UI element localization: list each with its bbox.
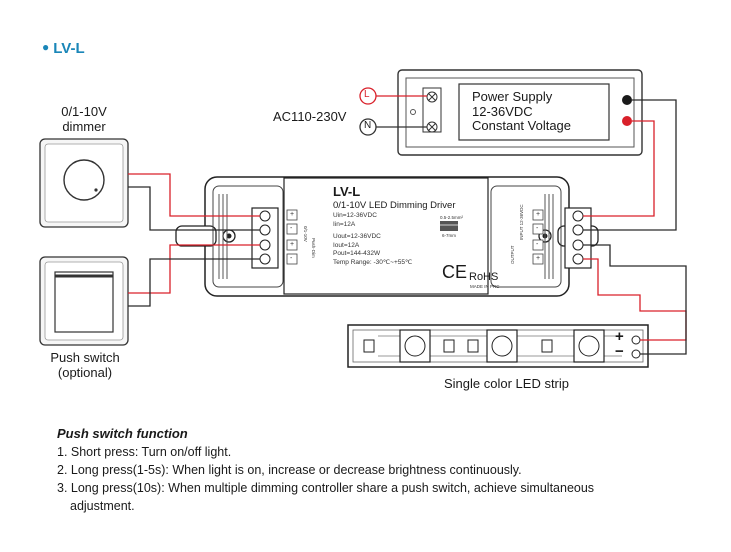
- driver-name: LV-L: [333, 184, 361, 199]
- wires: [128, 99, 687, 355]
- term-sign-right-4: +: [536, 255, 541, 262]
- page-title: ●LV-L: [42, 40, 85, 57]
- right-label-input: INPUT 12-36VDC: [519, 204, 524, 240]
- rohs-label: RoHS: [469, 271, 499, 283]
- push-button-icon: [54, 271, 114, 333]
- strip-minus-label: −: [615, 343, 624, 360]
- led-strip-label: Single color LED strip: [444, 376, 569, 391]
- notes-heading: Push switch function: [57, 426, 188, 441]
- ac-input-label: AC110-230V: [273, 109, 347, 124]
- power-supply: [397, 69, 643, 156]
- strip-plus-label: +: [615, 328, 624, 345]
- term-sign-right-1: +: [536, 211, 541, 218]
- right-label-output: OUTPUT: [510, 245, 515, 265]
- dimmer-label: 0/1-10V dimmer: [61, 104, 107, 134]
- term-sign-left-4: -: [290, 255, 293, 262]
- strip-length-label: 6-7mm: [442, 233, 457, 238]
- driver-output-specs: Uout=12-36VDC Iout=12A Pout=144-432W Tem…: [333, 233, 413, 266]
- driver-body: [175, 176, 599, 297]
- notes-item-1: 1. Short press: Turn on/off light.: [57, 445, 232, 459]
- push-switch-device: [39, 256, 129, 346]
- live-label: L: [364, 89, 370, 100]
- led-strip-device: [347, 324, 649, 368]
- term-sign-right-2: -: [536, 225, 539, 232]
- term-sign-left-1: +: [290, 211, 295, 218]
- notes-item-2: 2. Long press(1-5s): When light is on, i…: [57, 463, 522, 477]
- push-switch-label: Push switch (optional): [50, 350, 120, 380]
- ce-mark-icon: CE: [442, 262, 468, 282]
- dimmer-knob-icon: [63, 159, 105, 201]
- bullet-icon: ●: [42, 40, 50, 54]
- dimmer-device: [39, 138, 129, 228]
- driver-subtitle: 0/1-10V LED Dimming Driver: [333, 200, 456, 211]
- left-label-dim: 0/1-10V: [303, 226, 308, 242]
- driver-input-specs: Uin=12-36VDC Iin=12A: [333, 212, 377, 228]
- push-switch-notes: Push switch function 1. Short press: Tur…: [57, 425, 594, 515]
- left-label-push: Push-Dim: [311, 238, 316, 258]
- term-sign-left-3: +: [290, 241, 295, 248]
- wire-gauge-label: 0.5-2.5mm²: [440, 215, 464, 220]
- made-in-label: MADE IN PRC: [470, 284, 500, 289]
- notes-item-3: 3. Long press(10s): When multiple dimmin…: [57, 481, 595, 495]
- wire-strip-icon: [440, 221, 458, 231]
- power-supply-label: Power Supply 12-36VDC Constant Voltage: [472, 89, 572, 133]
- notes-item-3-cont: adjustment.: [70, 499, 135, 513]
- neutral-label: N: [364, 120, 372, 131]
- term-sign-left-2: -: [290, 225, 293, 232]
- term-sign-right-3: -: [536, 241, 539, 248]
